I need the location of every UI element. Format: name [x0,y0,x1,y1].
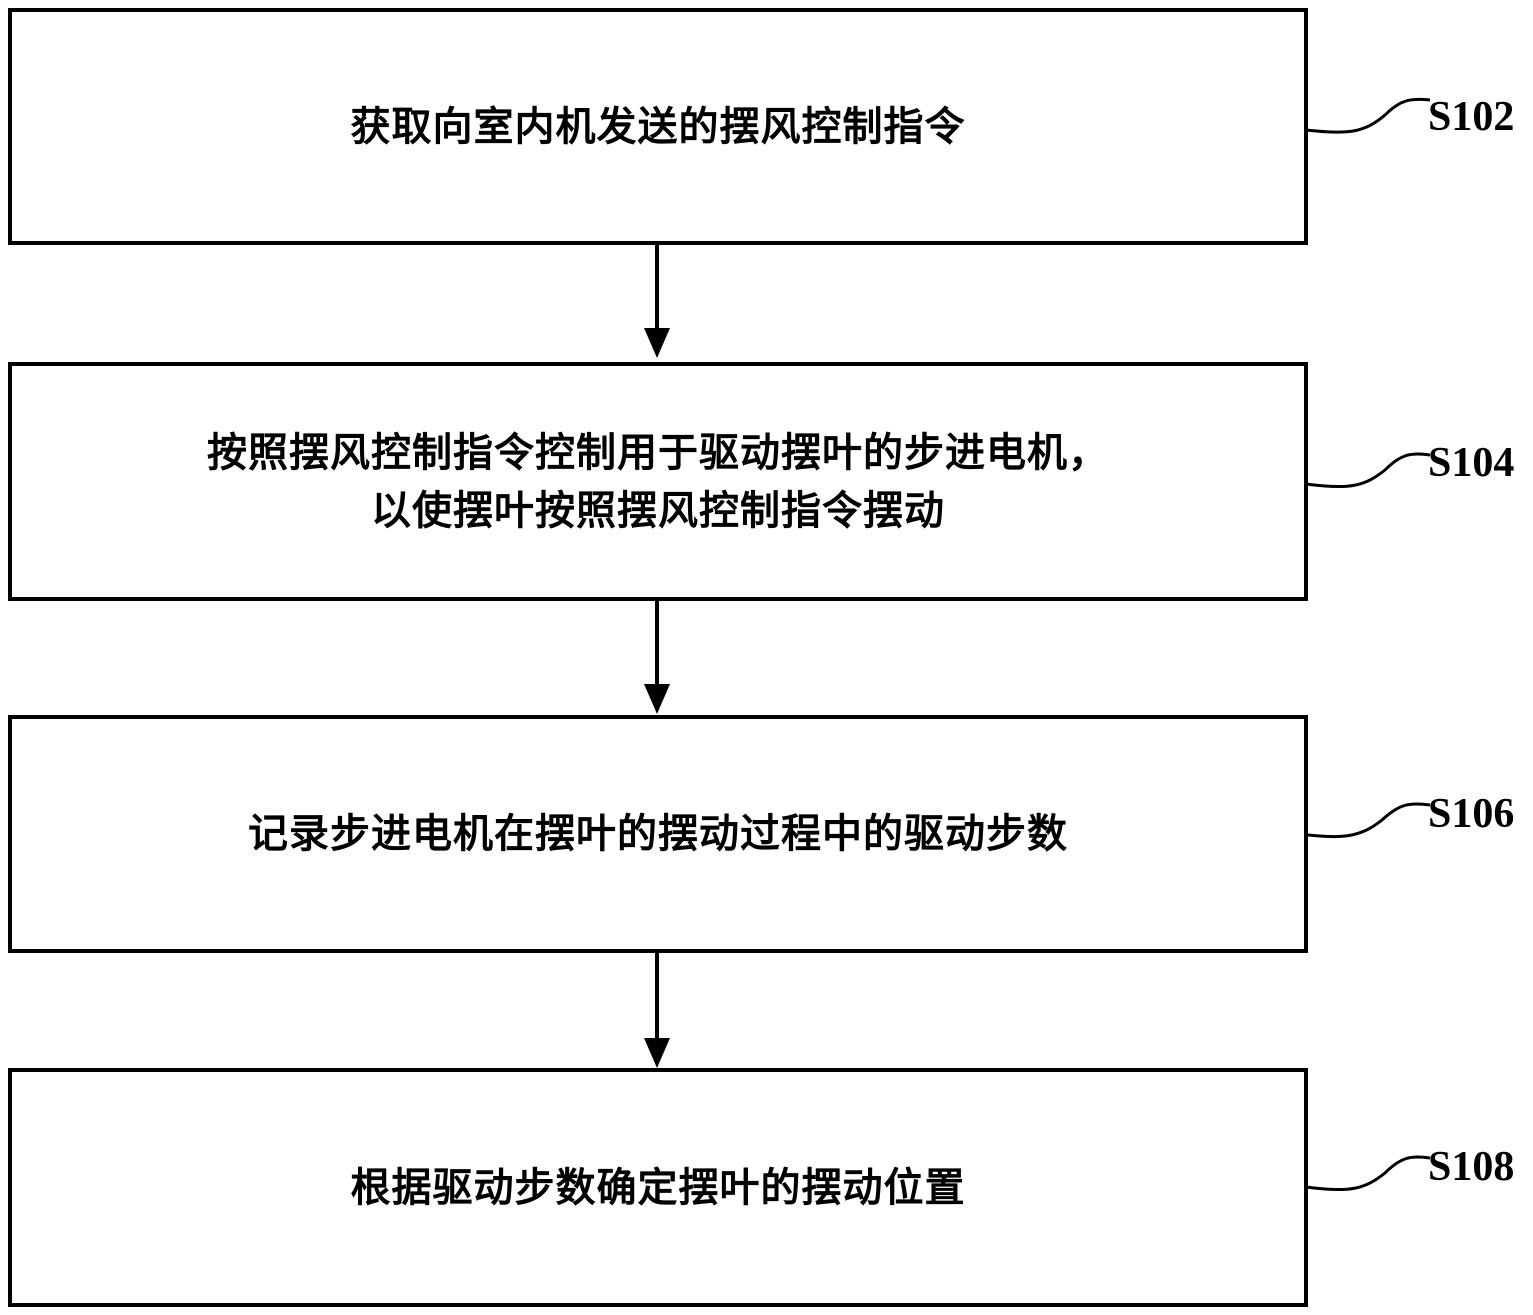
leader-line-s106 [1299,802,1431,839]
step-text-s106: 记录步进电机在摆叶的摆动过程中的驱动步数 [248,805,1068,863]
step-label-s106: S106 [1428,791,1515,837]
step-text-line: 根据驱动步数确定摆叶的摆动位置 [350,1164,966,1211]
leader-line-s102 [1305,97,1431,134]
step-box-s108: 根据驱动步数确定摆叶的摆动位置 [8,1068,1308,1307]
step-label-s104: S104 [1428,440,1515,486]
leader-line-s108 [1305,1155,1431,1192]
step-label-s108: S108 [1428,1144,1515,1190]
step-box-s106: 记录步进电机在摆叶的摆动过程中的驱动步数 [8,715,1308,953]
step-text-line: 以使摆叶按照摆风控制指令摆动 [371,487,945,534]
step-text-s108: 根据驱动步数确定摆叶的摆动位置 [351,1159,966,1217]
step-text-line: 记录步进电机在摆叶的摆动过程中的驱动步数 [248,811,1068,857]
step-text-line: 获取向室内机发送的摆风控制指令 [350,103,966,150]
step-box-s104: 按照摆风控制指令控制用于驱动摆叶的步进电机， 以使摆叶按照摆风控制指令摆动 [8,362,1308,601]
step-text-s102: 获取向室内机发送的摆风控制指令 [351,98,966,156]
step-label-s102: S102 [1428,94,1515,140]
step-box-s102: 获取向室内机发送的摆风控制指令 [8,8,1308,245]
leader-line-s104 [1305,452,1431,489]
arrow-s102-s104 [644,244,670,358]
step-text-s104: 按照摆风控制指令控制用于驱动摆叶的步进电机， 以使摆叶按照摆风控制指令摆动 [207,424,1109,540]
arrow-s106-s108 [644,952,670,1068]
step-text-line: 按照摆风控制指令控制用于驱动摆叶的步进电机， [207,429,1109,476]
arrow-s104-s106 [644,600,670,714]
